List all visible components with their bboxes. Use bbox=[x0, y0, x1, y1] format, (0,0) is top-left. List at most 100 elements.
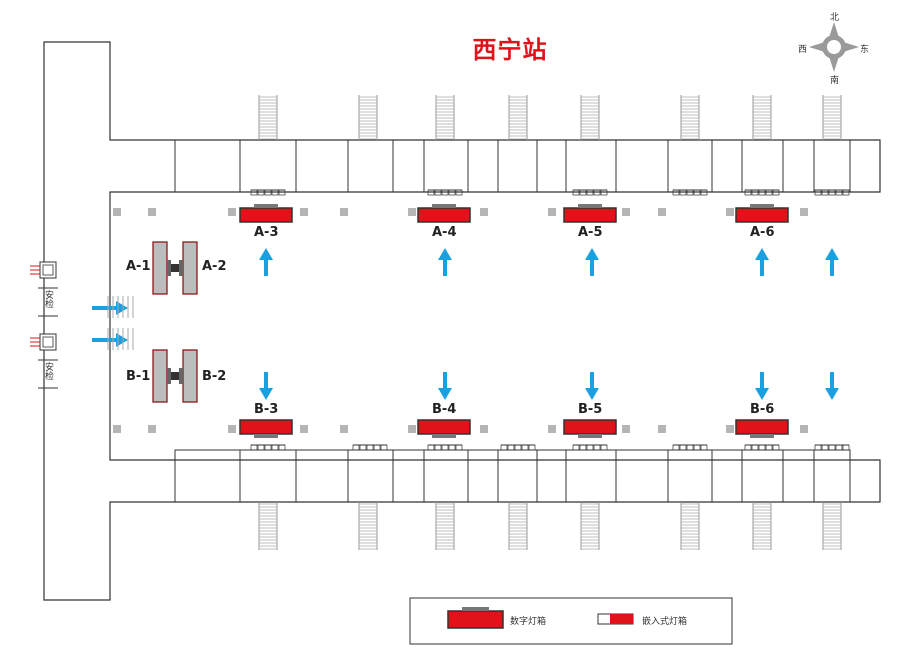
security-label-1: 安检 bbox=[43, 290, 53, 308]
pillar bbox=[800, 425, 808, 433]
light-box-base bbox=[578, 204, 602, 208]
pillar bbox=[548, 208, 556, 216]
seat bbox=[672, 189, 680, 196]
digital-light-box bbox=[563, 419, 617, 435]
top-room bbox=[782, 139, 815, 193]
security-scanner-icon bbox=[42, 264, 54, 276]
bottom-room bbox=[295, 449, 349, 503]
light-box-base bbox=[578, 434, 602, 438]
arrow-up-icon bbox=[438, 248, 452, 260]
side-light-box-base bbox=[171, 264, 179, 272]
arrow-right-icon bbox=[116, 301, 128, 315]
top-room bbox=[813, 139, 851, 193]
bottom-room bbox=[174, 449, 241, 503]
pillar bbox=[148, 425, 156, 433]
seat bbox=[366, 444, 374, 451]
compass-east: 东 bbox=[860, 45, 870, 55]
seat bbox=[821, 189, 829, 196]
digital-light-box bbox=[735, 207, 789, 223]
arrow-up-icon bbox=[755, 248, 769, 260]
arrow-up-icon bbox=[585, 248, 599, 260]
bottom-room bbox=[711, 449, 743, 503]
seat bbox=[572, 444, 580, 451]
seat bbox=[427, 444, 435, 451]
bottom-rooms bbox=[174, 449, 851, 503]
top-room bbox=[536, 139, 567, 193]
bottom-room bbox=[782, 449, 815, 503]
top-room bbox=[392, 139, 425, 193]
bottom-room bbox=[536, 449, 567, 503]
bottom-room bbox=[615, 449, 669, 503]
bottom-room bbox=[467, 449, 499, 503]
seat bbox=[359, 444, 367, 451]
top-room bbox=[741, 139, 784, 193]
pillar bbox=[480, 208, 488, 216]
sign-label-b-3: B-3 bbox=[254, 402, 279, 417]
seat bbox=[744, 444, 752, 451]
pillars bbox=[113, 208, 808, 433]
seat bbox=[257, 189, 265, 196]
seat bbox=[686, 444, 694, 451]
seat bbox=[250, 189, 258, 196]
arrow-up-icon bbox=[760, 258, 764, 276]
arrow-right-icon bbox=[92, 306, 118, 310]
pillar bbox=[408, 208, 416, 216]
pillar bbox=[726, 425, 734, 433]
seat bbox=[586, 444, 594, 451]
side-light-box-base bbox=[167, 260, 171, 276]
seat bbox=[700, 189, 708, 196]
seat bbox=[758, 444, 766, 451]
seat bbox=[434, 189, 442, 196]
pillar bbox=[548, 425, 556, 433]
light-box-base bbox=[432, 434, 456, 438]
pillar bbox=[622, 208, 630, 216]
flow-arrows bbox=[92, 248, 839, 400]
seat bbox=[672, 444, 680, 451]
seat bbox=[528, 444, 536, 451]
seat bbox=[835, 444, 843, 451]
pillar bbox=[300, 425, 308, 433]
pillar bbox=[340, 425, 348, 433]
side-light-box-base bbox=[179, 368, 183, 384]
pillar bbox=[622, 425, 630, 433]
seat bbox=[373, 444, 381, 451]
seat bbox=[600, 189, 608, 196]
digital-light-box bbox=[239, 207, 293, 223]
side-light-box-base bbox=[179, 260, 183, 276]
pillar bbox=[300, 208, 308, 216]
arrow-down-icon bbox=[585, 388, 599, 400]
arrow-down-icon bbox=[830, 372, 834, 390]
pillar bbox=[113, 208, 121, 216]
bottom-room bbox=[423, 449, 469, 503]
pillar bbox=[228, 208, 236, 216]
digital-light-box bbox=[417, 419, 471, 435]
arrow-down-icon bbox=[264, 372, 268, 390]
seat bbox=[586, 189, 594, 196]
compass-south: 南 bbox=[830, 76, 840, 86]
seat bbox=[593, 444, 601, 451]
pillar bbox=[340, 208, 348, 216]
security-scanner-icon bbox=[39, 261, 57, 279]
seat bbox=[264, 444, 272, 451]
bottom-room bbox=[565, 449, 617, 503]
arrow-up-icon bbox=[830, 258, 834, 276]
sign-label-a-6: A-6 bbox=[750, 225, 775, 240]
bottom-room bbox=[347, 449, 394, 503]
arrow-right-icon bbox=[92, 338, 118, 342]
sign-label-b-6: B-6 bbox=[750, 402, 775, 417]
arrow-up-icon bbox=[590, 258, 594, 276]
arrow-down-icon bbox=[259, 388, 273, 400]
seat bbox=[455, 444, 463, 451]
top-room bbox=[565, 139, 617, 193]
seat bbox=[828, 189, 836, 196]
top-room bbox=[347, 139, 394, 193]
seat bbox=[250, 444, 258, 451]
top-room bbox=[467, 139, 499, 193]
digital-light-boxes bbox=[239, 204, 789, 438]
hall-outline bbox=[43, 41, 881, 601]
bottom-room bbox=[497, 449, 538, 503]
compass-west: 西 bbox=[798, 45, 808, 55]
bottom-room bbox=[813, 449, 851, 503]
